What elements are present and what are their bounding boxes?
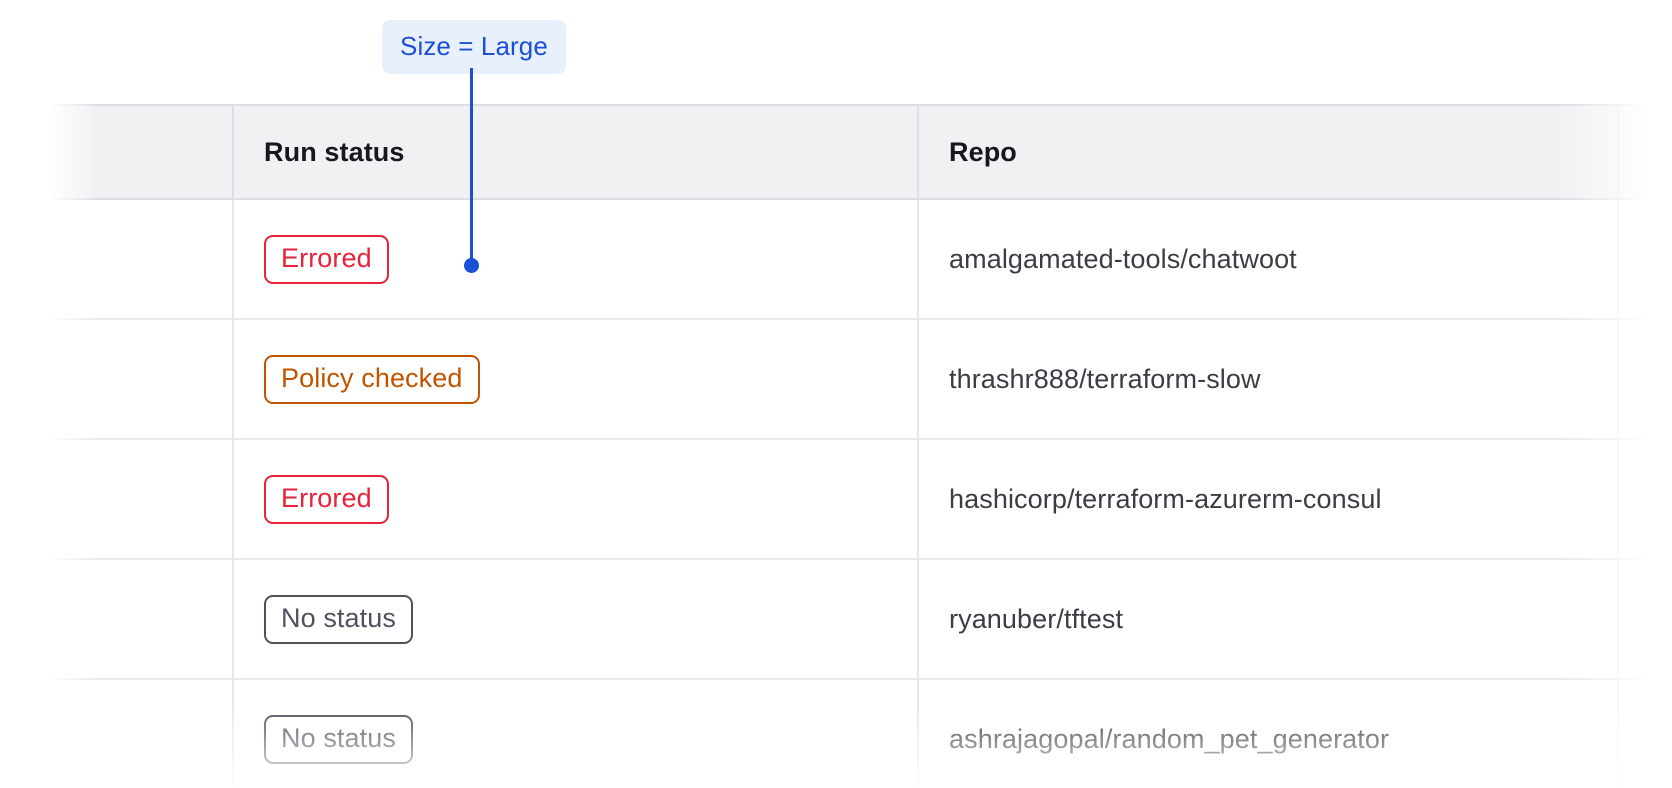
column-header-select[interactable] <box>48 104 234 200</box>
run-status-cell: Errored <box>233 199 919 320</box>
status-badge[interactable]: Policy checked <box>264 354 480 404</box>
status-badge[interactable]: No status <box>264 594 413 644</box>
table-header-row: Run status Repo <box>48 104 1672 200</box>
annotation-connector-line <box>470 68 473 266</box>
table-row[interactable]: Policy checked thrashr888/terraform-slow <box>48 319 1672 440</box>
run-status-cell: No status <box>233 679 919 788</box>
run-status-cell: Errored <box>233 439 919 560</box>
run-status-cell: No status <box>233 559 919 680</box>
status-badge[interactable]: Errored <box>264 474 389 524</box>
extra-cell <box>1618 319 1672 440</box>
table-row[interactable]: No status ryanuber/tftest <box>48 559 1672 680</box>
annotation-connector-dot <box>464 258 479 273</box>
status-badge[interactable]: No status <box>264 714 413 764</box>
table-header: Run status Repo <box>48 104 1672 200</box>
repo-cell[interactable]: amalgamated-tools/chatwoot <box>918 199 1619 320</box>
run-status-cell: Policy checked <box>233 319 919 440</box>
table-body: Errored amalgamated-tools/chatwoot Polic… <box>48 199 1672 788</box>
row-select-cell[interactable] <box>48 439 234 560</box>
extra-cell <box>1618 439 1672 560</box>
table-row[interactable]: No status ashrajagopal/random_pet_genera… <box>48 679 1672 788</box>
repo-cell[interactable]: hashicorp/terraform-azurerm-consul <box>918 439 1619 560</box>
extra-cell <box>1618 679 1672 788</box>
row-select-cell[interactable] <box>48 559 234 680</box>
row-select-cell[interactable] <box>48 199 234 320</box>
repo-cell[interactable]: ashrajagopal/random_pet_generator <box>918 679 1619 788</box>
row-select-cell[interactable] <box>48 679 234 788</box>
status-badge[interactable]: Errored <box>264 234 389 284</box>
column-header-repo[interactable]: Repo <box>918 104 1619 200</box>
runs-table-container: Run status Repo Errored amalgamated-tool… <box>48 104 1672 788</box>
column-header-extra[interactable] <box>1618 104 1672 200</box>
column-header-run-status[interactable]: Run status <box>233 104 919 200</box>
table-row[interactable]: Errored hashicorp/terraform-azurerm-cons… <box>48 439 1672 560</box>
row-select-cell[interactable] <box>48 319 234 440</box>
size-annotation-label: Size = Large <box>382 20 566 74</box>
repo-cell[interactable]: ryanuber/tftest <box>918 559 1619 680</box>
repo-cell[interactable]: thrashr888/terraform-slow <box>918 319 1619 440</box>
extra-cell <box>1618 559 1672 680</box>
runs-table: Run status Repo Errored amalgamated-tool… <box>48 104 1672 788</box>
extra-cell <box>1618 199 1672 320</box>
table-row[interactable]: Errored amalgamated-tools/chatwoot <box>48 199 1672 320</box>
